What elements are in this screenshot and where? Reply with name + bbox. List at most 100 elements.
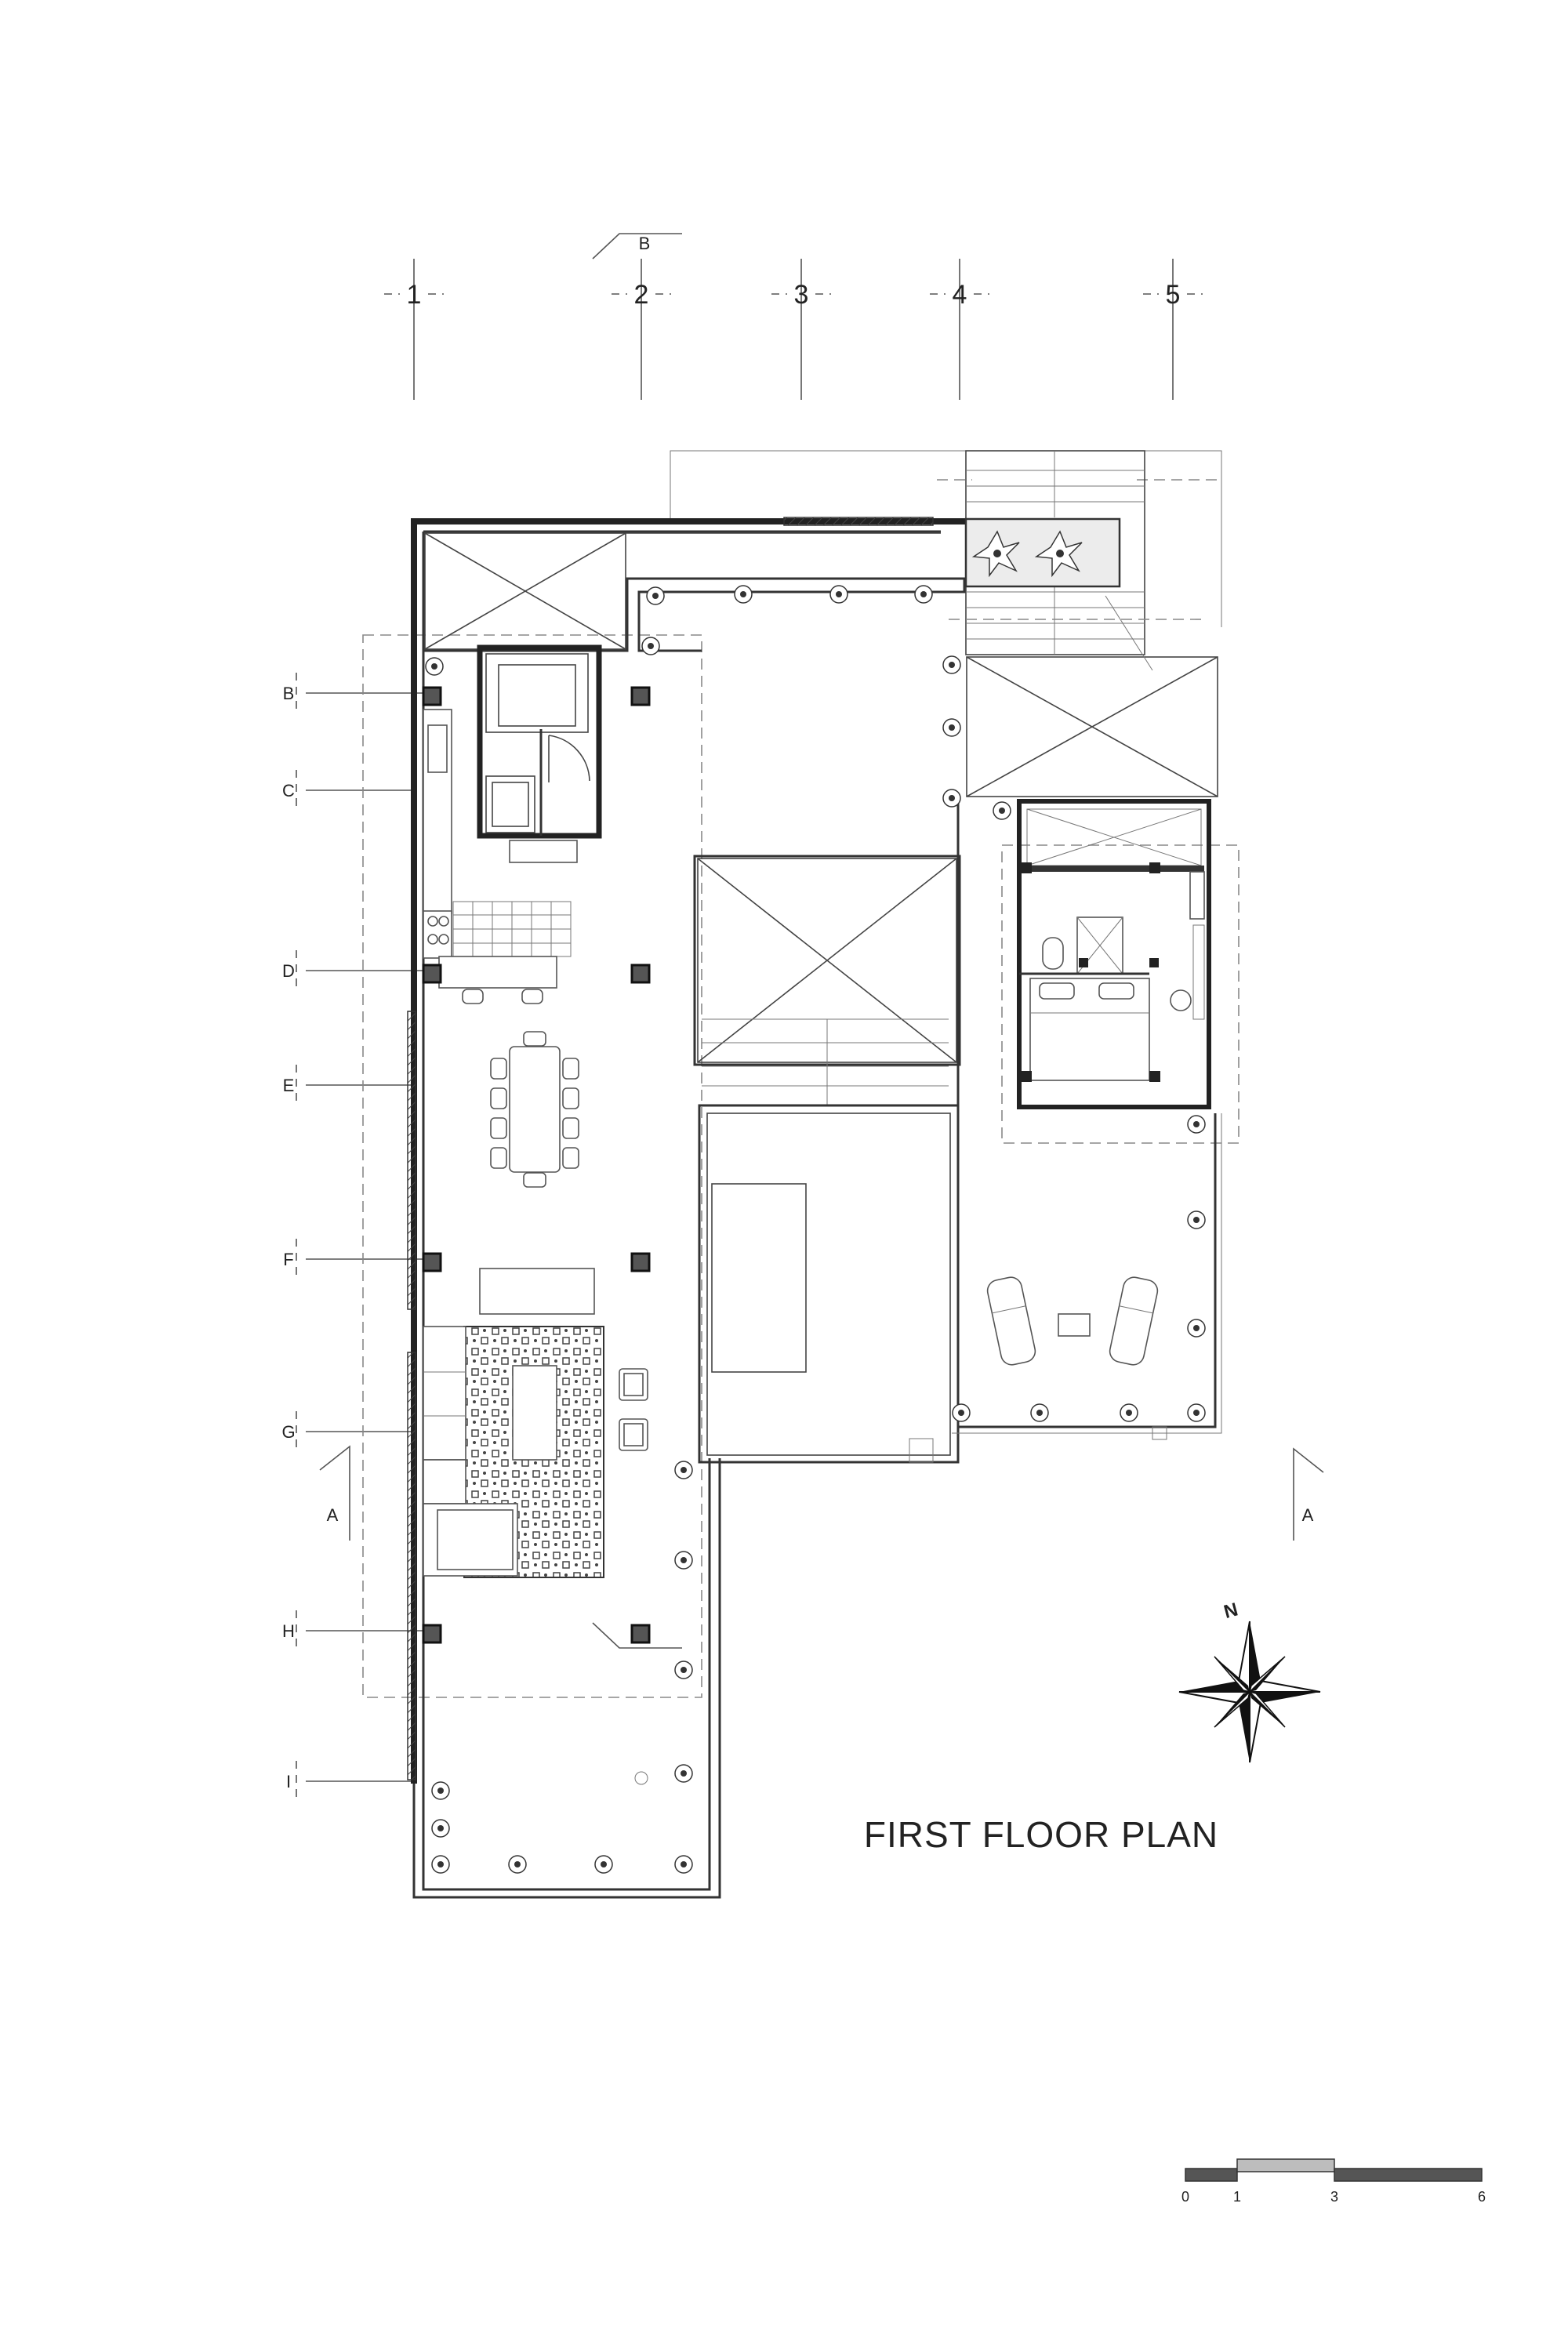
grid-row-label: D bbox=[282, 961, 295, 981]
grid-column-3: 3 bbox=[771, 259, 831, 400]
section-label: B bbox=[639, 234, 651, 253]
column-icon bbox=[630, 1252, 651, 1272]
void-top-left bbox=[424, 532, 941, 650]
column-icon bbox=[422, 964, 442, 984]
window bbox=[407, 1011, 416, 1310]
grid-column-4: 4 bbox=[930, 259, 989, 400]
planter-icon bbox=[1034, 530, 1083, 578]
column-icon bbox=[1079, 958, 1088, 967]
window bbox=[407, 1352, 416, 1780]
grid-columns: 1 2 3 4 5 bbox=[384, 259, 1203, 400]
window bbox=[783, 517, 934, 526]
perimeter-plants bbox=[425, 585, 1206, 1874]
planter-icon bbox=[674, 1855, 693, 1874]
scale-label: 1 bbox=[1233, 2189, 1241, 2205]
planter-icon bbox=[1187, 1319, 1206, 1338]
planter-icon bbox=[829, 585, 848, 604]
grid-column-1: 1 bbox=[384, 259, 444, 400]
grid-column-2: 2 bbox=[612, 259, 671, 400]
grid-row-label: H bbox=[282, 1621, 295, 1641]
planter-icon bbox=[1187, 1403, 1206, 1422]
planter-icon bbox=[674, 1661, 693, 1679]
planter-icon bbox=[971, 530, 1020, 578]
planter-icon bbox=[431, 1781, 450, 1800]
grid-column-label: 1 bbox=[407, 280, 422, 310]
side-chair bbox=[1170, 989, 1192, 1011]
grid-rows: B C D E F G H bbox=[281, 673, 423, 1802]
grid-row-H: H bbox=[282, 1610, 423, 1651]
page-title: FIRST FLOOR PLAN bbox=[864, 1814, 1218, 1855]
grid-column-label: 3 bbox=[794, 280, 809, 310]
pool-bench bbox=[711, 1183, 807, 1373]
planter-icon bbox=[952, 1403, 971, 1422]
planter-icon bbox=[734, 585, 753, 604]
bedroom bbox=[1017, 799, 1211, 1109]
planter-icon bbox=[646, 586, 665, 605]
planter-icon bbox=[1030, 1403, 1049, 1422]
coffee-table bbox=[512, 1365, 557, 1461]
columns bbox=[422, 686, 1160, 1644]
wardrobe bbox=[1189, 871, 1205, 920]
planter-icon bbox=[914, 585, 933, 604]
terrace bbox=[952, 797, 1222, 1440]
scale-label: 3 bbox=[1330, 2189, 1338, 2205]
grid-row-label: G bbox=[281, 1422, 295, 1442]
service-core bbox=[477, 644, 602, 863]
grid-row-C: C bbox=[282, 770, 414, 811]
scale-bar: 0 1 3 6 bbox=[1181, 2158, 1486, 2205]
column-icon bbox=[630, 1624, 651, 1644]
scale-label: 6 bbox=[1478, 2189, 1486, 2205]
dining-table bbox=[490, 1031, 579, 1188]
column-icon bbox=[1021, 1071, 1032, 1082]
planter-icon bbox=[431, 1855, 450, 1874]
planter-icon bbox=[674, 1551, 693, 1570]
planter-icon bbox=[993, 801, 1011, 820]
planter-icon bbox=[508, 1855, 527, 1874]
grid-row-B: B bbox=[283, 673, 423, 713]
void-right bbox=[966, 656, 1218, 797]
pool-area bbox=[698, 1104, 960, 1464]
column-icon bbox=[630, 686, 651, 706]
upper-floor-outline bbox=[362, 634, 702, 1698]
grid-column-label: 2 bbox=[634, 280, 649, 310]
toilet bbox=[1042, 937, 1064, 970]
section-mark-top: B bbox=[592, 233, 682, 260]
planter-icon bbox=[674, 1461, 693, 1479]
side-table bbox=[1058, 1313, 1091, 1337]
planter-icon bbox=[641, 637, 660, 655]
planter-icon bbox=[674, 1764, 693, 1783]
planter-icon bbox=[1187, 1115, 1206, 1134]
section-mark-right: A bbox=[1293, 1447, 1324, 1541]
planter-icon bbox=[1187, 1210, 1206, 1229]
sofa bbox=[423, 1326, 466, 1461]
planter-icon bbox=[425, 657, 444, 676]
planter-icon bbox=[1120, 1403, 1138, 1422]
kitchen-counter bbox=[423, 709, 572, 1004]
column-icon bbox=[1149, 958, 1159, 967]
grid-row-G: G bbox=[281, 1411, 414, 1452]
column-icon bbox=[422, 1252, 442, 1272]
sideboard bbox=[479, 1268, 595, 1315]
grid-row-label: C bbox=[282, 781, 295, 800]
grid-column-label: 5 bbox=[1166, 280, 1181, 310]
section-label: A bbox=[1302, 1505, 1314, 1525]
lounge-chair bbox=[1109, 1276, 1159, 1366]
planter-icon bbox=[594, 1855, 613, 1874]
planter-icon bbox=[942, 718, 961, 737]
grid-column-label: 4 bbox=[953, 280, 967, 310]
main-walls bbox=[407, 517, 968, 1899]
grid-column-5: 5 bbox=[1143, 259, 1203, 400]
grid-row-label: F bbox=[283, 1250, 293, 1269]
column-icon bbox=[422, 1624, 442, 1644]
grid-row-label: E bbox=[283, 1076, 295, 1095]
north-label: N bbox=[1221, 1599, 1240, 1623]
column-icon bbox=[630, 964, 651, 984]
grid-row-label: I bbox=[286, 1772, 291, 1791]
bedroom-outline bbox=[1001, 844, 1240, 1144]
north-arrow-icon: N bbox=[1178, 1599, 1321, 1763]
grid-row-E: E bbox=[283, 1065, 414, 1105]
section-mark-left: A bbox=[319, 1445, 350, 1541]
grid-row-label: B bbox=[283, 684, 295, 703]
grid-row-I: I bbox=[286, 1761, 414, 1802]
